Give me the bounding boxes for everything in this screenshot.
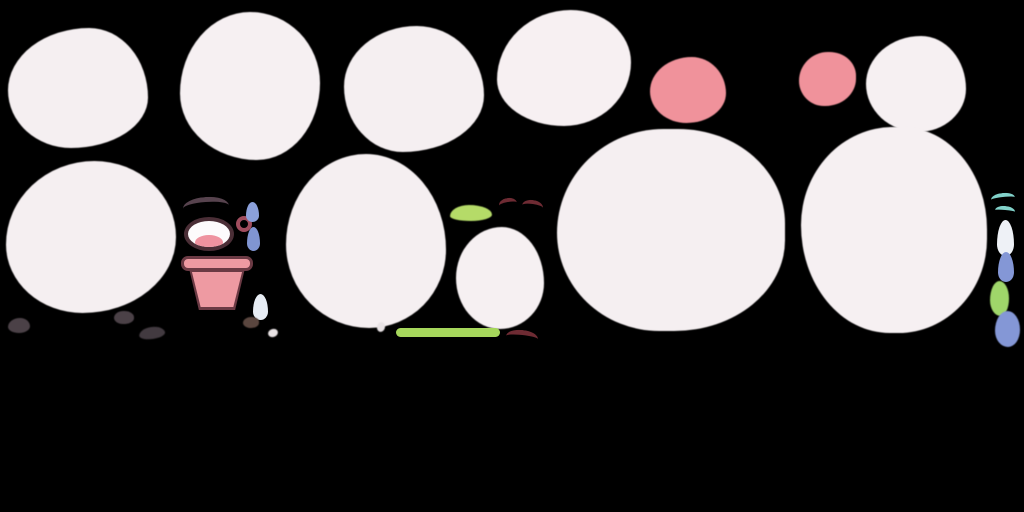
white-drop-right bbox=[997, 220, 1014, 256]
flower-pot-rim bbox=[181, 256, 253, 271]
flower-pot bbox=[181, 256, 253, 310]
blue-drop-1 bbox=[246, 202, 259, 222]
cloud-blob-3 bbox=[344, 26, 484, 152]
cloud-blob-5 bbox=[866, 36, 966, 132]
flower-pot-body bbox=[189, 269, 245, 310]
cloud-blob-8 bbox=[456, 227, 544, 329]
pink-blob-1 bbox=[650, 57, 726, 123]
open-mouth-tongue bbox=[194, 234, 224, 247]
pebble-brown bbox=[243, 317, 259, 328]
blue-blob-right bbox=[995, 311, 1020, 347]
grass-line bbox=[396, 328, 500, 337]
water-drop bbox=[253, 294, 268, 320]
cloud-blob-10 bbox=[801, 127, 987, 333]
closed-eye-arc bbox=[182, 195, 230, 219]
cloud-blob-2 bbox=[180, 12, 320, 160]
cloud-blob-7 bbox=[286, 154, 446, 328]
blue-drop-2 bbox=[247, 227, 260, 251]
maroon-arc-2 bbox=[521, 198, 544, 215]
pink-blob-2 bbox=[799, 52, 856, 106]
pebble-1 bbox=[8, 318, 30, 333]
pink-ring bbox=[236, 216, 252, 232]
green-caterpillar bbox=[450, 205, 492, 221]
pebble-3 bbox=[138, 325, 166, 341]
cloud-blob-9 bbox=[557, 129, 785, 331]
maroon-arc-1 bbox=[498, 196, 518, 212]
cloud-blob-6 bbox=[6, 161, 176, 313]
cloud-blob-4 bbox=[497, 10, 631, 126]
pebble-2 bbox=[114, 311, 134, 324]
flower-pot-body-fill bbox=[191, 272, 243, 307]
blue-drop-right bbox=[998, 252, 1014, 282]
teal-arc-1 bbox=[990, 191, 1016, 206]
white-speck-1 bbox=[266, 327, 280, 339]
white-speck-2 bbox=[375, 321, 387, 333]
teal-arc-2 bbox=[994, 205, 1016, 217]
cloud-blob-1 bbox=[8, 28, 148, 148]
maroon-swoosh bbox=[505, 328, 539, 347]
open-mouth bbox=[184, 217, 234, 251]
green-blob-right bbox=[990, 281, 1009, 316]
